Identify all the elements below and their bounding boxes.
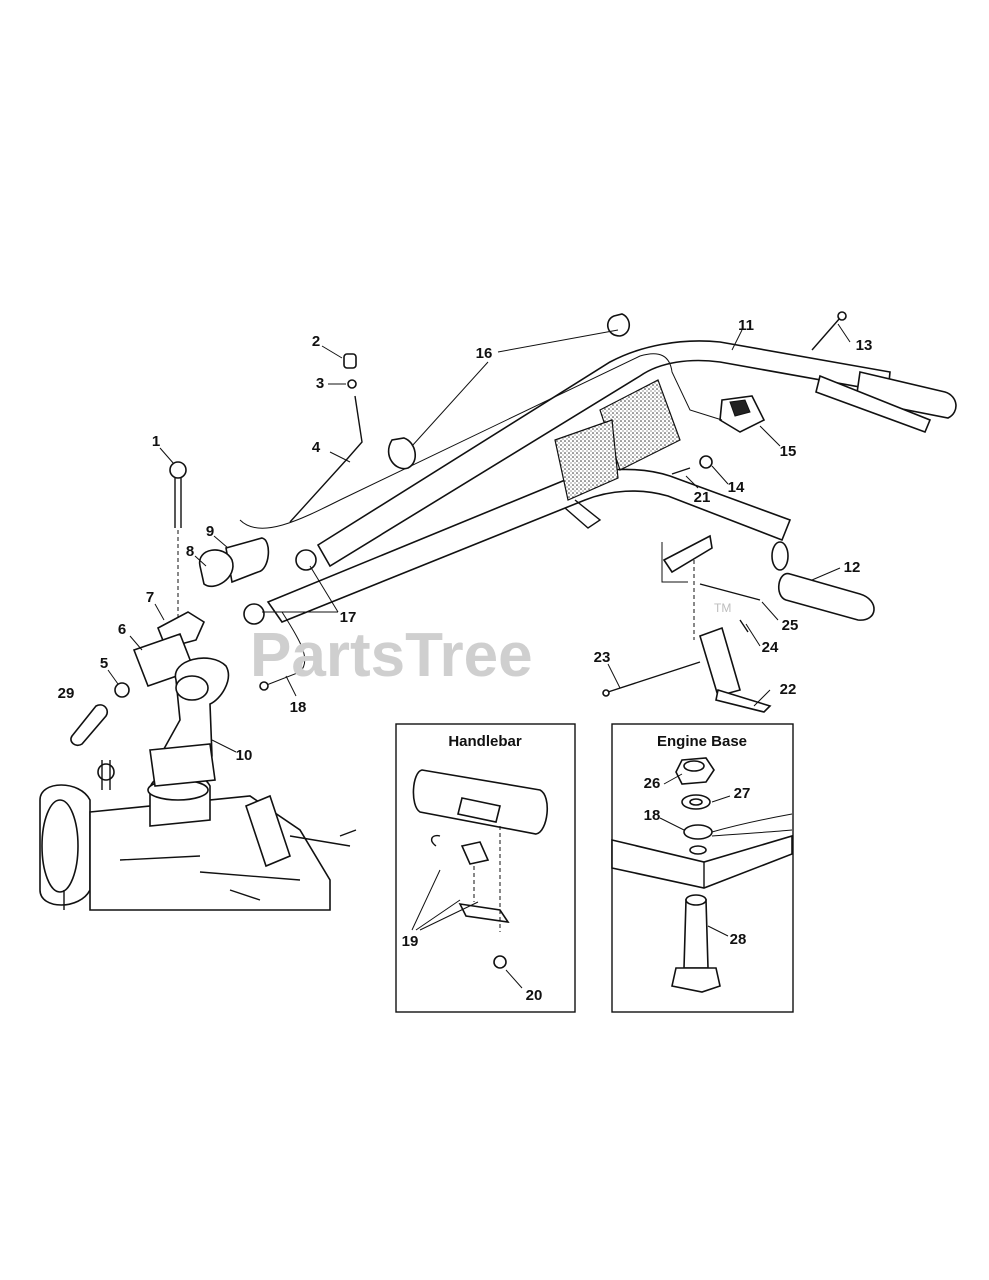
callout-18-engine-base: 18 bbox=[644, 807, 661, 824]
handlebar-inset-frame bbox=[395, 723, 576, 1013]
callout-7: 7 bbox=[146, 589, 154, 606]
bolt-1-head bbox=[169, 461, 187, 479]
leader-lines bbox=[107, 323, 851, 753]
callout-22: 22 bbox=[780, 681, 797, 698]
bracket-9 bbox=[225, 537, 270, 584]
cable-tie-lower bbox=[387, 437, 416, 470]
handle-panel-lower bbox=[554, 419, 619, 501]
upper-grip bbox=[855, 371, 957, 419]
callout-29: 29 bbox=[58, 685, 75, 702]
inset-screw-20 bbox=[493, 955, 507, 969]
callout-3: 3 bbox=[316, 375, 324, 392]
fitting bbox=[97, 763, 115, 781]
callout-21: 21 bbox=[694, 489, 711, 506]
callout-19: 19 bbox=[402, 933, 419, 950]
throttle-cable bbox=[239, 353, 723, 529]
callout-18: 18 bbox=[290, 699, 307, 716]
callout-27: 27 bbox=[734, 785, 751, 802]
lever-arm bbox=[245, 794, 291, 868]
lever-mount bbox=[699, 626, 741, 697]
spring-22 bbox=[715, 688, 772, 713]
ball-17-lower bbox=[243, 603, 265, 625]
nut-3 bbox=[347, 379, 357, 389]
callout-14: 14 bbox=[728, 479, 745, 496]
handlebar-inset: Handlebar bbox=[395, 723, 576, 1013]
cable-tie-upper bbox=[607, 313, 631, 337]
inset-switch-body bbox=[458, 902, 510, 924]
handlebar-inset-title: Handlebar bbox=[448, 733, 522, 750]
lower-grip bbox=[778, 573, 875, 621]
ground-wire-18 bbox=[263, 611, 306, 687]
callout-24: 24 bbox=[762, 639, 779, 656]
handlebar-assembly bbox=[239, 311, 957, 713]
bolt-13 bbox=[837, 311, 847, 321]
transmission-housing bbox=[39, 743, 357, 911]
shift-assembly bbox=[70, 353, 363, 771]
knob-2 bbox=[343, 353, 357, 369]
shift-housing-8 bbox=[198, 549, 234, 587]
callout-4: 4 bbox=[312, 439, 321, 456]
lower-tube-end bbox=[771, 541, 789, 571]
callout-6: 6 bbox=[118, 621, 126, 638]
inset-switch bbox=[460, 841, 490, 865]
engine-base-inset: Engine Base bbox=[611, 723, 794, 1013]
shift-rod bbox=[289, 395, 363, 523]
callout-2: 2 bbox=[312, 333, 320, 350]
upper-control-lever bbox=[815, 374, 932, 434]
pin-29 bbox=[70, 704, 109, 747]
callout-11: 11 bbox=[738, 317, 754, 334]
callout-5: 5 bbox=[100, 655, 108, 672]
callout-15: 15 bbox=[780, 443, 797, 460]
inset-switch-bracket bbox=[457, 797, 501, 823]
callout-20: 20 bbox=[526, 987, 543, 1004]
shifter-base bbox=[149, 743, 216, 787]
callout-28: 28 bbox=[730, 931, 747, 948]
watermark: PartsTree bbox=[250, 621, 533, 690]
callout-labels: 1 2 3 4 5 6 7 8 9 10 11 12 13 14 15 16 1… bbox=[58, 317, 873, 1004]
nut-5 bbox=[114, 682, 130, 698]
callout-9: 9 bbox=[206, 523, 214, 540]
callout-16: 16 bbox=[476, 345, 493, 362]
callout-12: 12 bbox=[844, 559, 861, 576]
lever-bracket bbox=[662, 534, 713, 574]
callout-1: 1 bbox=[152, 433, 160, 450]
engine-base-inset-title: Engine Base bbox=[657, 733, 747, 750]
callout-10: 10 bbox=[236, 747, 253, 764]
watermark-tm: TM bbox=[714, 601, 731, 615]
callout-17: 17 bbox=[340, 609, 357, 626]
callout-25: 25 bbox=[782, 617, 799, 634]
callout-26: 26 bbox=[644, 775, 661, 792]
callout-13: 13 bbox=[856, 337, 873, 354]
callout-23: 23 bbox=[594, 649, 611, 666]
callout-8: 8 bbox=[186, 543, 194, 560]
bolt-28 bbox=[683, 899, 709, 969]
nut-14 bbox=[699, 455, 713, 469]
ball-17-upper bbox=[295, 549, 317, 571]
terminal-18 bbox=[683, 824, 713, 840]
